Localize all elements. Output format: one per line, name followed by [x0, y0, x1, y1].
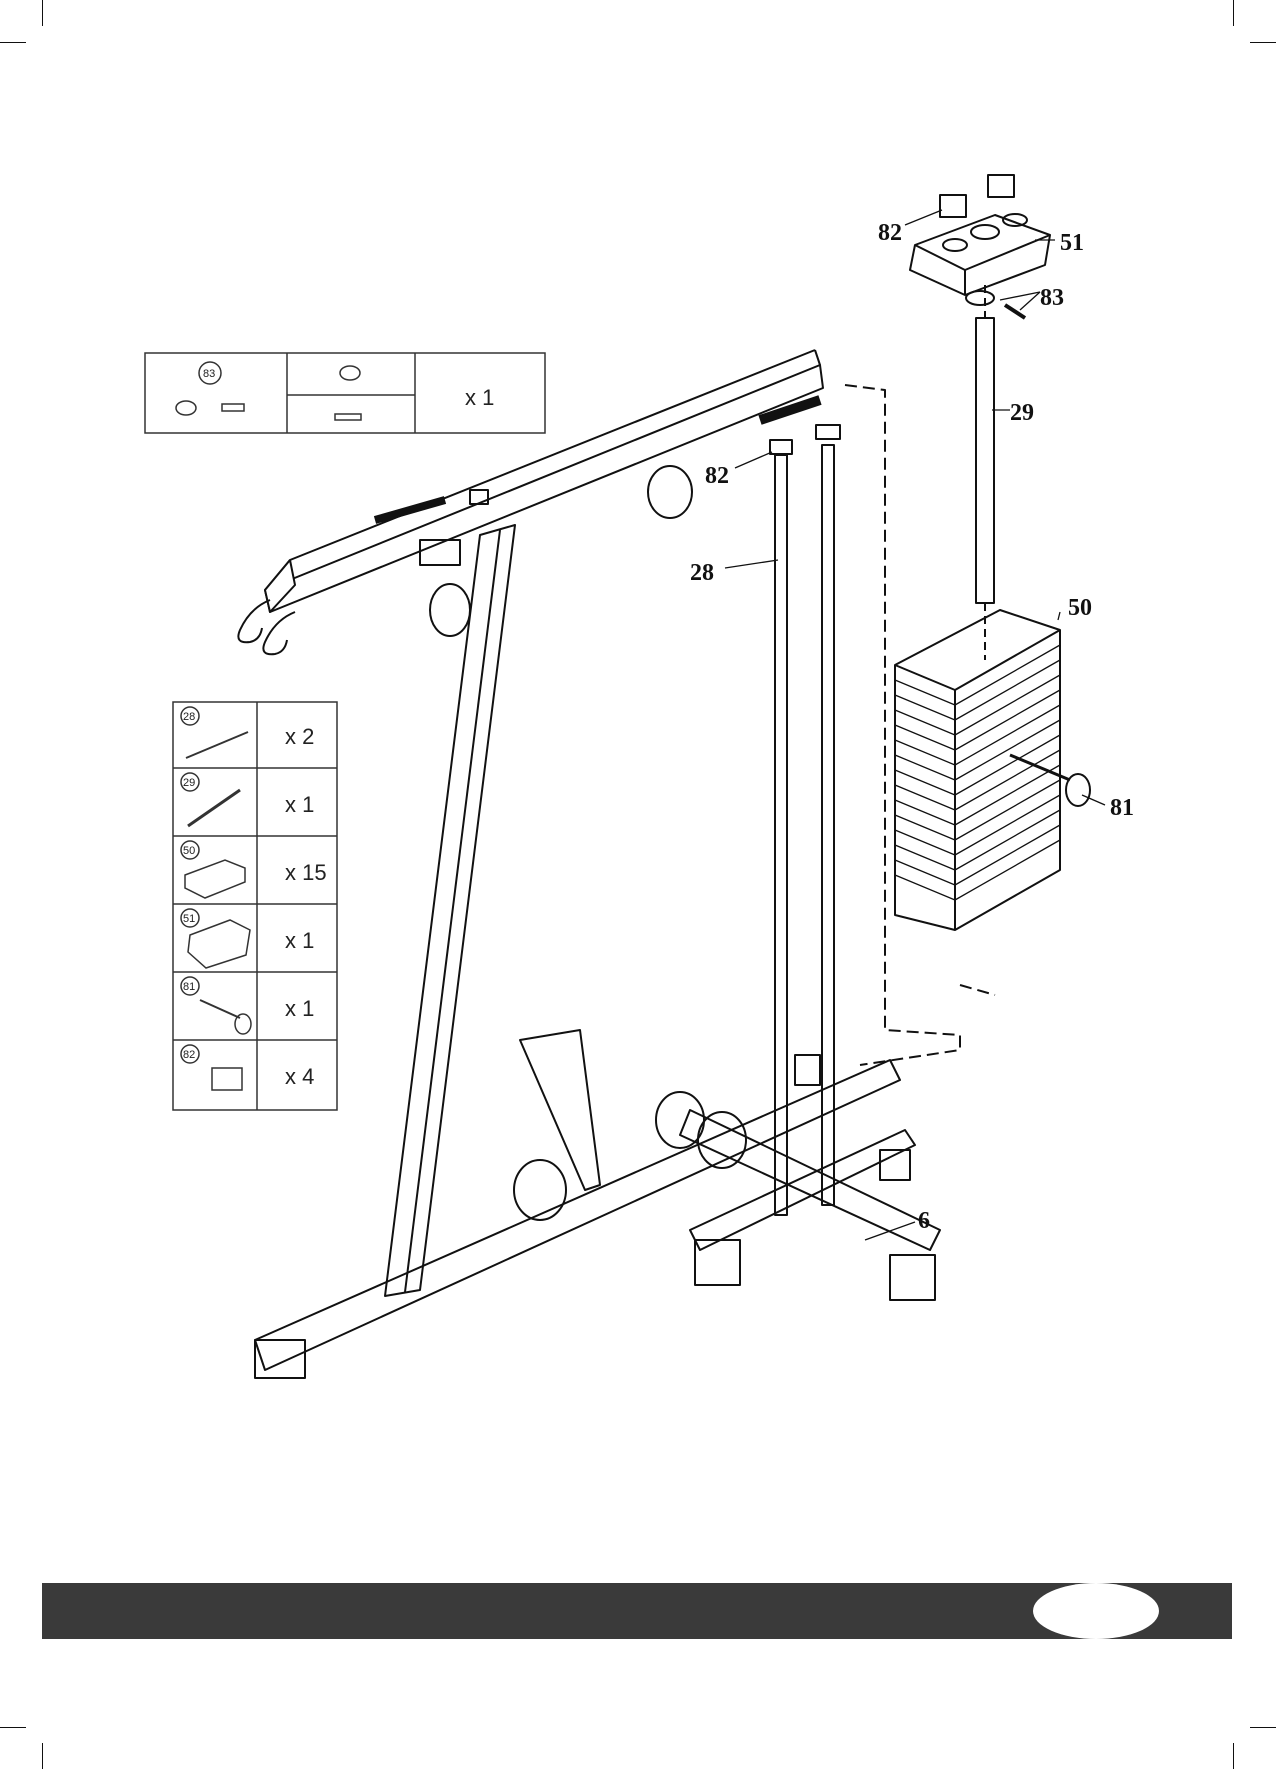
quantity-50: x 15 — [285, 860, 327, 885]
guide-rod — [775, 455, 787, 1215]
pulley — [514, 1160, 566, 1220]
weight-plate-lines — [895, 645, 1060, 900]
part-number-50: 50 — [183, 845, 195, 857]
callout-83: 83 — [1040, 285, 1064, 311]
part-number-83: 83 — [203, 368, 215, 380]
quantity-82: x 4 — [285, 1064, 314, 1089]
callout-29: 29 — [1010, 400, 1034, 426]
part-number-81: 81 — [183, 981, 195, 993]
guide-rod — [822, 445, 834, 1205]
quantity-29: x 1 — [285, 792, 314, 817]
pulley — [430, 584, 470, 636]
base-beam — [255, 1060, 900, 1370]
pulley — [698, 1112, 746, 1168]
callout-50: 50 — [1068, 595, 1092, 621]
callout-6: 6 — [918, 1208, 930, 1234]
page-number-pill — [1033, 1583, 1159, 1639]
top-arm — [265, 365, 823, 612]
front-upright — [385, 525, 515, 1296]
parts-table-left — [173, 702, 337, 1110]
part-number-82: 82 — [183, 1049, 195, 1061]
callout-28: 28 — [690, 560, 714, 586]
callout-81: 81 — [1110, 795, 1134, 821]
callout-51: 51 — [1060, 230, 1084, 256]
part-number-29: 29 — [183, 777, 195, 789]
pulley — [648, 466, 692, 518]
quantity-28: x 2 — [285, 724, 314, 749]
quantity-83: x 1 — [465, 385, 494, 410]
part-number-51: 51 — [183, 913, 195, 925]
callout-82-top: 82 — [878, 220, 902, 246]
callout-82-mid: 82 — [705, 463, 729, 489]
top-plate — [910, 215, 1050, 295]
weight-stack — [895, 610, 1060, 930]
part-number-28: 28 — [183, 711, 195, 723]
pulley — [656, 1092, 704, 1148]
quantity-81: x 1 — [285, 996, 314, 1021]
quantity-51: x 1 — [285, 928, 314, 953]
selector-rod — [976, 318, 994, 603]
